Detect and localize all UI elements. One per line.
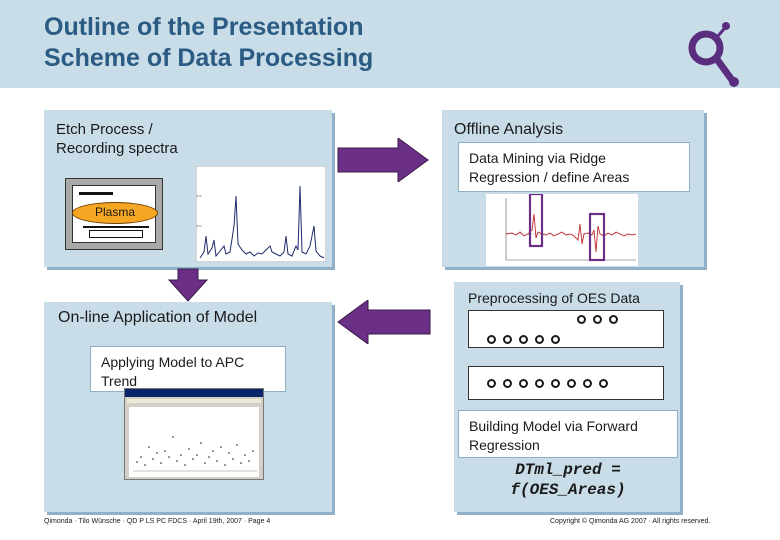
title-line-1: Outline of the Presentation	[44, 13, 364, 41]
plasma-ellipse: Plasma	[72, 202, 158, 224]
qimonda-logo-icon	[688, 22, 739, 87]
slide-header: Outline of the Presentation Scheme of Da…	[0, 0, 780, 88]
area-marker-icon	[593, 315, 602, 324]
arrow-left-icon	[337, 300, 431, 344]
title-line-2: Scheme of Data Processing	[44, 44, 374, 72]
oes-areas-box-2	[468, 366, 664, 400]
model-formula: DTml_pred = f(OES_Areas)	[510, 461, 626, 499]
area-marker-icon	[503, 335, 512, 344]
footer-left: Qimonda · Tilo Wünsche · QD P LS PC FDCS…	[44, 518, 271, 525]
apc-trend-screenshot	[124, 388, 264, 480]
area-marker-icon	[609, 315, 618, 324]
area-marker-icon	[519, 379, 528, 388]
footer-right: Copyright © Qimonda AG 2007 · All rights…	[550, 518, 711, 525]
area-marker-icon	[577, 315, 586, 324]
slide-title: Outline of the Presentation Scheme of Da…	[44, 12, 373, 74]
arrow-down-icon	[168, 268, 208, 302]
online-application-label: On-line Application of Model	[58, 309, 258, 326]
building-model-box: Building Model via Forward Regression	[458, 410, 678, 458]
area-marker-icon	[599, 379, 608, 388]
area-marker-icon	[551, 379, 560, 388]
area-marker-icon	[519, 335, 528, 344]
arrow-right-icon	[337, 138, 429, 182]
area-marker-icon	[487, 335, 496, 344]
oes-spectrum-chart	[196, 166, 326, 262]
area-marker-icon	[503, 379, 512, 388]
apply-model-box: Applying Model to APC Trend	[90, 346, 286, 392]
area-marker-icon	[567, 379, 576, 388]
ridge-regression-chart	[486, 194, 638, 266]
data-mining-box: Data Mining via Ridge Regression / defin…	[458, 142, 690, 192]
preprocessing-label: Preprocessing of OES Data	[468, 290, 640, 306]
area-marker-icon	[535, 379, 544, 388]
area-marker-icon	[583, 379, 592, 388]
etch-process-label: Etch Process / Recording spectra	[56, 121, 178, 157]
oes-areas-box-1	[468, 310, 664, 348]
offline-analysis-label: Offline Analysis	[454, 121, 564, 138]
area-marker-icon	[535, 335, 544, 344]
area-marker-icon	[487, 379, 496, 388]
area-marker-icon	[551, 335, 560, 344]
